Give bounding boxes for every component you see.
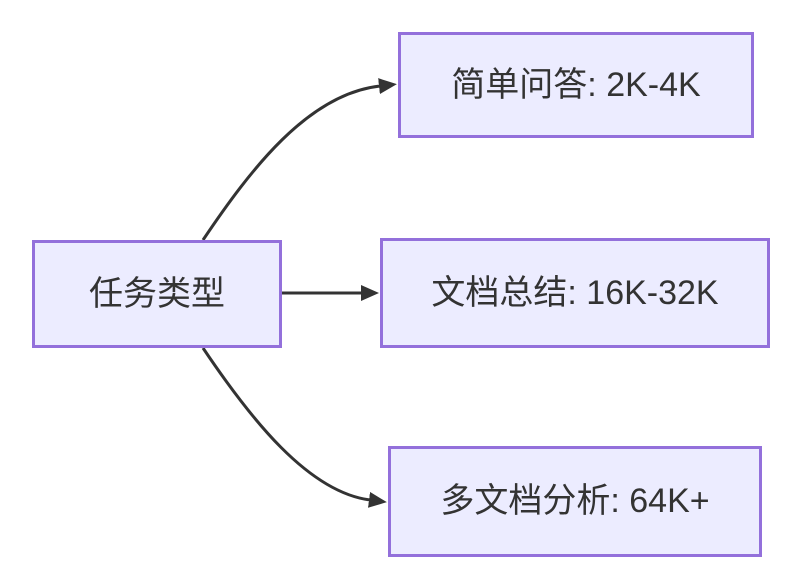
node-simple-qa-label: 简单问答: 2K-4K	[451, 65, 701, 104]
node-doc-summary-label: 文档总结: 16K-32K	[431, 273, 719, 312]
node-task-type: 任务类型	[32, 240, 282, 348]
node-doc-summary: 文档总结: 16K-32K	[380, 238, 770, 348]
node-task-type-label: 任务类型	[89, 274, 225, 313]
edge-task-type-to-multi-doc	[201, 347, 387, 508]
node-multi-doc-analysis: 多文档分析: 64K+	[388, 446, 762, 557]
node-simple-qa: 简单问答: 2K-4K	[398, 32, 754, 138]
node-multi-doc-analysis-label: 多文档分析: 64K+	[440, 482, 710, 521]
edge-task-type-to-simple-qa	[201, 78, 397, 241]
